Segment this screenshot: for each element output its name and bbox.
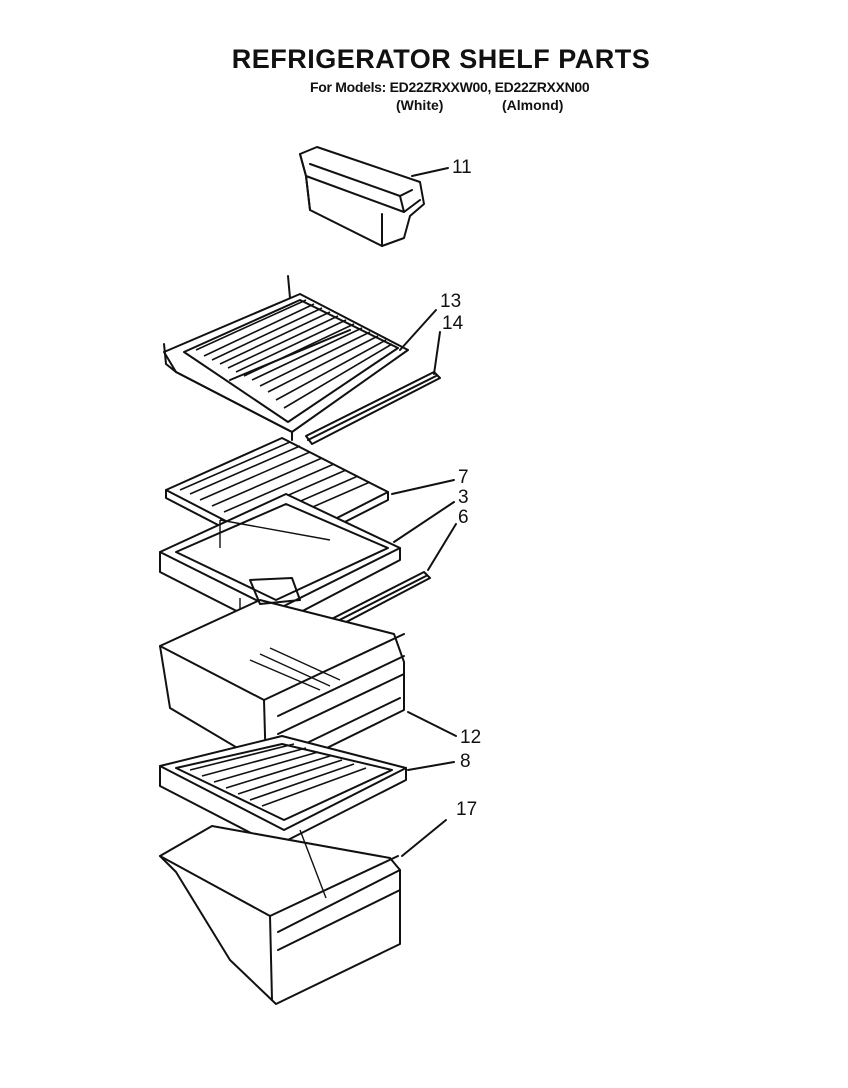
leader-lines xyxy=(391,167,457,857)
callout-11: 11 xyxy=(452,157,472,178)
upper-shelf-ribs xyxy=(195,299,393,409)
variant-almond-label: (Almond) xyxy=(502,97,564,113)
callout-13: 13 xyxy=(440,291,462,312)
callout-6: 6 xyxy=(458,507,469,528)
part-3-crisper-cover-frame xyxy=(159,493,401,629)
part-11-door-bin xyxy=(299,146,425,247)
part-8-lower-crisper-cover xyxy=(159,735,407,847)
part-12-crisper-drawer xyxy=(159,577,405,773)
callout-14: 14 xyxy=(442,313,464,334)
diagram-title: REFRIGERATOR SHELF PARTS xyxy=(231,44,651,74)
callout-17: 17 xyxy=(456,799,478,820)
part-14-trim-strip xyxy=(305,371,441,445)
part-13-upper-shelf xyxy=(163,275,409,441)
variant-white-label: (White) xyxy=(396,97,444,113)
callout-12: 12 xyxy=(460,727,482,748)
callout-8: 8 xyxy=(460,751,471,772)
lower-cover-ribs xyxy=(189,743,367,807)
part-17-lower-drawer xyxy=(159,825,401,1005)
callout-3: 3 xyxy=(458,487,469,508)
callout-7: 7 xyxy=(458,467,469,488)
models-line: For Models: ED22ZRXXW00, ED22ZRXXN00 xyxy=(310,79,590,95)
